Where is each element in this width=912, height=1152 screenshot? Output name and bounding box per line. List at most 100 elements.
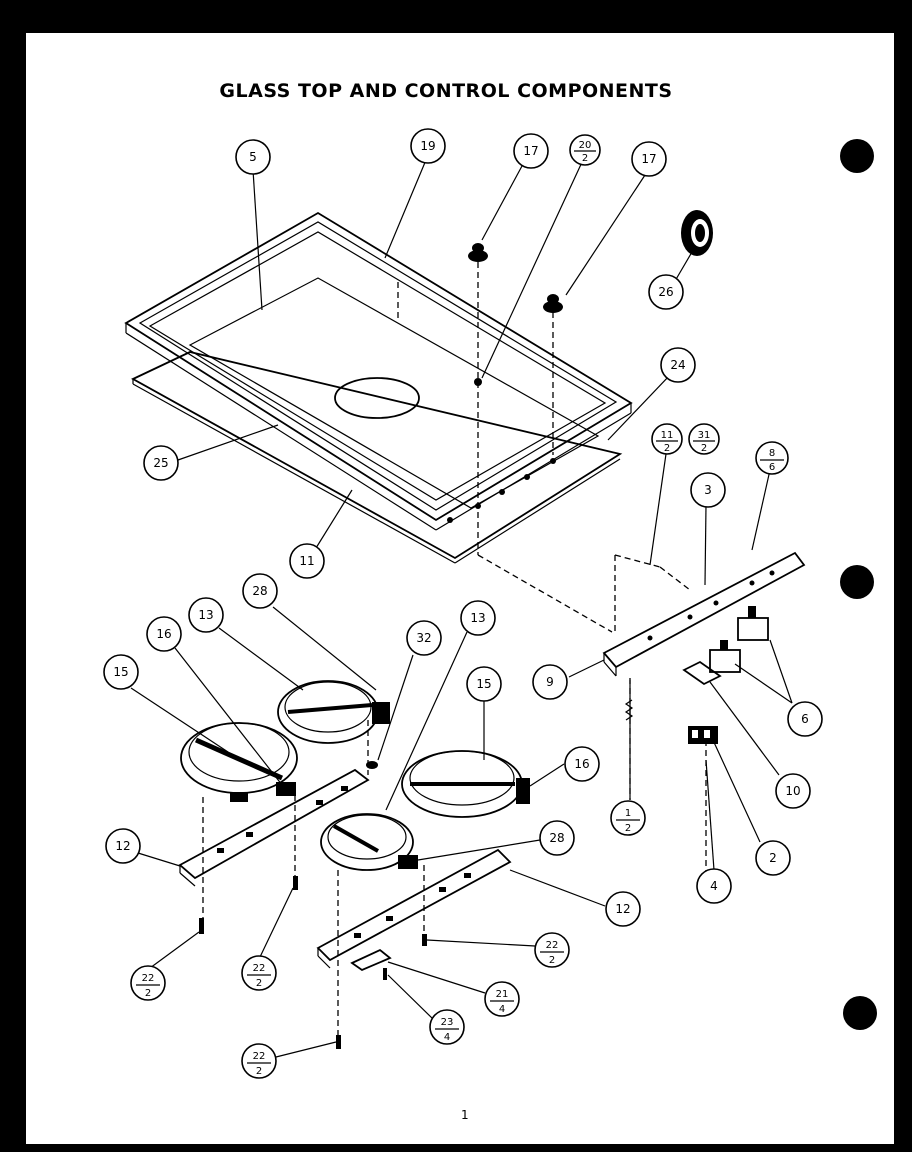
callout-12-right: 12	[605, 891, 641, 927]
svg-text:15: 15	[113, 665, 128, 679]
binder-hole-bottom	[843, 996, 877, 1030]
svg-text:23: 23	[441, 1017, 454, 1028]
element-bracket-right	[316, 848, 512, 972]
element-bracket-left	[178, 761, 378, 887]
svg-text:12: 12	[115, 839, 130, 853]
svg-text:2: 2	[145, 988, 151, 999]
callout-4: 4	[696, 868, 732, 904]
svg-text:31: 31	[698, 430, 711, 441]
callout-21-fraction: 214	[484, 981, 520, 1017]
infinite-switch-b	[709, 640, 741, 673]
callout-22-fraction-b: 222	[241, 955, 277, 991]
callout-15-right: 15	[466, 666, 502, 702]
callout-16-right: 16	[564, 746, 600, 782]
svg-text:22: 22	[253, 1051, 266, 1062]
svg-text:4: 4	[710, 879, 718, 893]
callout-16-left: 16	[146, 616, 182, 652]
callout-12-left: 12	[105, 828, 141, 864]
svg-text:32: 32	[416, 631, 431, 645]
callout-26: 26	[648, 274, 684, 310]
svg-text:13: 13	[470, 611, 485, 625]
callout-31-fraction: 312	[688, 423, 720, 455]
svg-text:22: 22	[253, 963, 266, 974]
svg-text:28: 28	[252, 584, 267, 598]
indicator-light-a	[468, 243, 488, 262]
callout-28-right: 28	[539, 820, 575, 856]
page-number: 1	[461, 1108, 469, 1122]
indicator-light-b	[543, 294, 563, 313]
callout-19: 19	[410, 128, 446, 164]
svg-text:22: 22	[142, 973, 155, 984]
callout-13-left: 13	[188, 597, 224, 633]
callout-17-left: 17	[513, 133, 549, 169]
svg-text:2: 2	[256, 978, 262, 989]
svg-text:2: 2	[769, 851, 777, 865]
svg-text:21: 21	[496, 989, 509, 1000]
callout-11-fraction: 112	[651, 423, 683, 455]
callout-23-fraction: 234	[429, 1009, 465, 1045]
svg-text:6: 6	[769, 462, 775, 473]
callout-13-right: 13	[460, 600, 496, 636]
control-bracket	[602, 551, 806, 677]
svg-text:12: 12	[615, 902, 630, 916]
seal-sheet	[131, 351, 623, 564]
callout-2: 2	[755, 840, 791, 876]
svg-text:24: 24	[670, 358, 685, 372]
leader-lines	[130, 159, 793, 1058]
svg-text:2: 2	[549, 955, 555, 966]
svg-text:17: 17	[523, 144, 538, 158]
callout-1-fraction: 12	[610, 800, 646, 836]
svg-text:16: 16	[574, 757, 589, 771]
svg-text:20: 20	[579, 140, 592, 151]
callout-9: 9	[532, 664, 568, 700]
svg-text:3: 3	[704, 483, 712, 497]
heating-element-right-rear	[401, 750, 530, 818]
callout-15-left: 15	[103, 654, 139, 690]
svg-text:11: 11	[299, 554, 314, 568]
heating-element-left-rear	[277, 680, 390, 744]
infinite-switch-a	[737, 606, 769, 641]
svg-text:2: 2	[256, 1066, 262, 1077]
svg-text:9: 9	[546, 675, 554, 689]
callout-28-left: 28	[242, 573, 278, 609]
callout-6: 6	[787, 701, 823, 737]
callout-25: 25	[143, 445, 179, 481]
heating-element-right-front	[320, 813, 418, 871]
svg-text:6: 6	[801, 712, 809, 726]
svg-text:26: 26	[658, 285, 673, 299]
callout-8-fraction: 86	[755, 441, 789, 475]
svg-text:17: 17	[641, 152, 656, 166]
svg-text:19: 19	[420, 139, 435, 153]
svg-text:4: 4	[499, 1004, 505, 1015]
callout-24: 24	[660, 347, 696, 383]
insulator	[682, 660, 722, 686]
callout-3: 3	[690, 472, 726, 508]
svg-text:10: 10	[785, 784, 800, 798]
svg-text:13: 13	[198, 608, 213, 622]
diagram-title: GLASS TOP AND CONTROL COMPONENTS	[219, 80, 673, 102]
callout-22-fraction-d: 222	[241, 1043, 277, 1079]
svg-text:1: 1	[625, 808, 631, 819]
callout-20-fraction: 202	[569, 134, 601, 166]
svg-text:2: 2	[582, 153, 588, 164]
callout-5: 5	[235, 139, 271, 175]
control-knob	[681, 210, 713, 256]
svg-text:15: 15	[476, 677, 491, 691]
callout-22-fraction-c: 222	[534, 932, 570, 968]
svg-text:16: 16	[156, 627, 171, 641]
binder-hole-top	[840, 139, 874, 173]
callout-17-right: 17	[631, 141, 667, 177]
svg-text:22: 22	[546, 940, 559, 951]
terminal-block	[688, 726, 718, 744]
glass-panel	[188, 277, 600, 509]
paper-sheet	[26, 33, 894, 1144]
svg-text:11: 11	[661, 430, 674, 441]
svg-text:4: 4	[444, 1032, 450, 1043]
svg-text:8: 8	[769, 448, 775, 459]
svg-text:25: 25	[153, 456, 168, 470]
callout-32: 32	[406, 620, 442, 656]
svg-text:5: 5	[249, 150, 257, 164]
svg-text:2: 2	[664, 443, 670, 454]
